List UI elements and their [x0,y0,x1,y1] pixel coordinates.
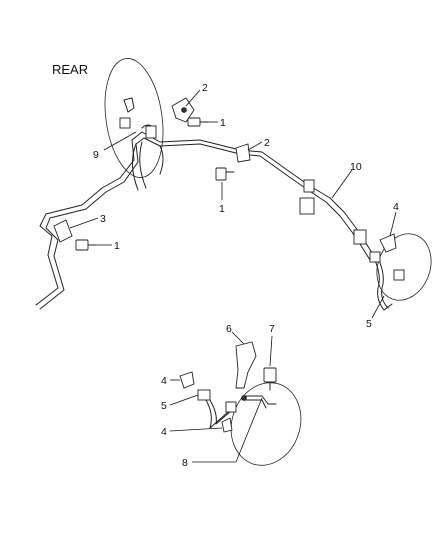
caliper-bracket-left [119,117,157,139]
bolt-part-1-mid [215,167,235,181]
right-rear-brake-disc [376,233,432,301]
callout-4-detail-bottom: 4 [161,426,167,438]
callout-4-right: 4 [393,201,399,213]
callout-8: 8 [182,457,188,469]
right-brake-hose [369,233,405,311]
callout-4-detail-top: 4 [161,375,167,387]
detail-clip-part-4-bottom [221,417,233,433]
clip-part-2-top [171,97,195,123]
detail-brake-disc [230,382,302,466]
main-brake-tube [35,131,375,310]
detail-clip-part-4-top [179,371,195,389]
callout-10: 10 [350,161,362,173]
detail-tube-part-8 [241,395,277,409]
bolt-part-1-left [75,239,97,251]
callout-1-top: 1 [220,117,226,129]
callout-1-mid: 1 [219,203,225,215]
tube-clips [299,179,367,245]
callout-5-right: 5 [366,318,372,330]
callout-3: 3 [100,213,106,225]
callout-6: 6 [226,323,232,335]
orientation-label: REAR [52,62,88,77]
leader-lines [69,89,397,463]
callout-5-detail: 5 [161,400,167,412]
clip-part-3 [53,219,73,243]
callout-9: 9 [93,149,99,161]
detail-bolt-part-7 [263,367,277,391]
left-rear-brake-disc [104,58,164,178]
clip-part-2-mid [235,143,251,163]
callout-7: 7 [269,323,275,335]
detail-bracket-part-6 [235,341,257,389]
callout-2-top: 2 [202,82,208,94]
callout-1-left: 1 [114,240,120,252]
callout-2-mid: 2 [264,137,270,149]
detail-brake-hose-part-5 [197,389,237,429]
